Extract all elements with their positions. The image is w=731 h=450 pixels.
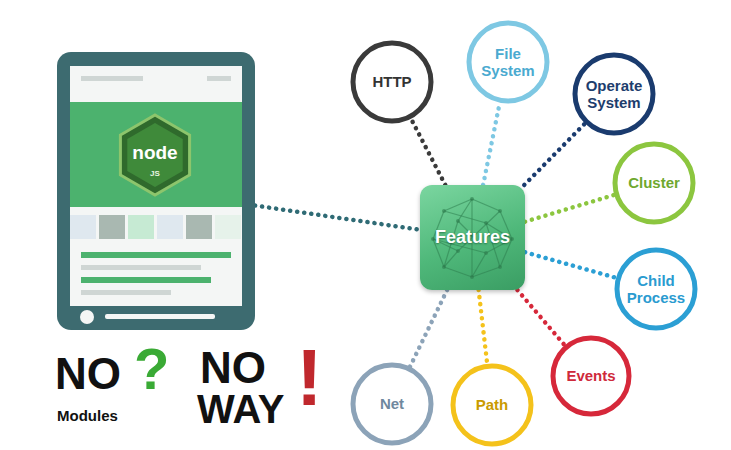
module-circle: File System — [466, 20, 550, 104]
dotted-connector — [524, 123, 585, 185]
slogan-word: WAY — [197, 389, 284, 429]
circle-label-area: Events — [550, 335, 632, 417]
dotted-connector — [411, 118, 445, 185]
slogan-caption: Modules — [57, 408, 118, 423]
module-circle: Path — [450, 363, 534, 447]
node-text: Operate System — [581, 77, 647, 112]
exclamation-mark: ! — [296, 338, 323, 418]
node-text: JS — [115, 170, 195, 178]
circle-label-area: HTTP — [350, 40, 434, 124]
circle-label-area: Path — [450, 363, 534, 447]
module-circle: Cluster — [612, 141, 696, 225]
slogan-word: NO — [200, 346, 266, 390]
module-circle: Operate System — [572, 52, 656, 136]
dotted-connector — [255, 206, 420, 230]
node-text: Cluster — [628, 174, 680, 191]
features-box: Features — [420, 185, 525, 290]
dotted-connector — [479, 290, 488, 364]
node-text: Net — [380, 395, 404, 412]
circle-label-area: Operate System — [572, 52, 656, 136]
module-circle: HTTP — [350, 40, 434, 124]
dotted-connector — [525, 195, 615, 222]
node-text: node — [115, 143, 195, 162]
circle-label-area: Child Process — [614, 247, 698, 331]
slogan-word: NO — [55, 352, 121, 396]
node-text: File System — [475, 45, 541, 80]
node-text: HTTP — [372, 73, 411, 90]
node-text: Events — [566, 367, 615, 384]
node-text: Child Process — [623, 272, 689, 307]
dotted-connector — [517, 290, 565, 346]
node-text: Path — [476, 396, 509, 413]
circle-label-area: Net — [350, 362, 434, 446]
circle-label-area: File System — [466, 20, 550, 104]
module-circle: Events — [550, 335, 632, 417]
module-circle: Child Process — [614, 247, 698, 331]
tablet-illustration — [57, 52, 255, 330]
tablet-box: nodeJS — [57, 52, 255, 330]
module-circle: Net — [350, 362, 434, 446]
dotted-connector — [483, 102, 500, 185]
node-text: Features — [435, 227, 510, 248]
dotted-connector — [525, 252, 617, 278]
dotted-connector — [410, 290, 447, 367]
question-mark: ? — [134, 340, 169, 398]
circle-label-area: Cluster — [612, 141, 696, 225]
